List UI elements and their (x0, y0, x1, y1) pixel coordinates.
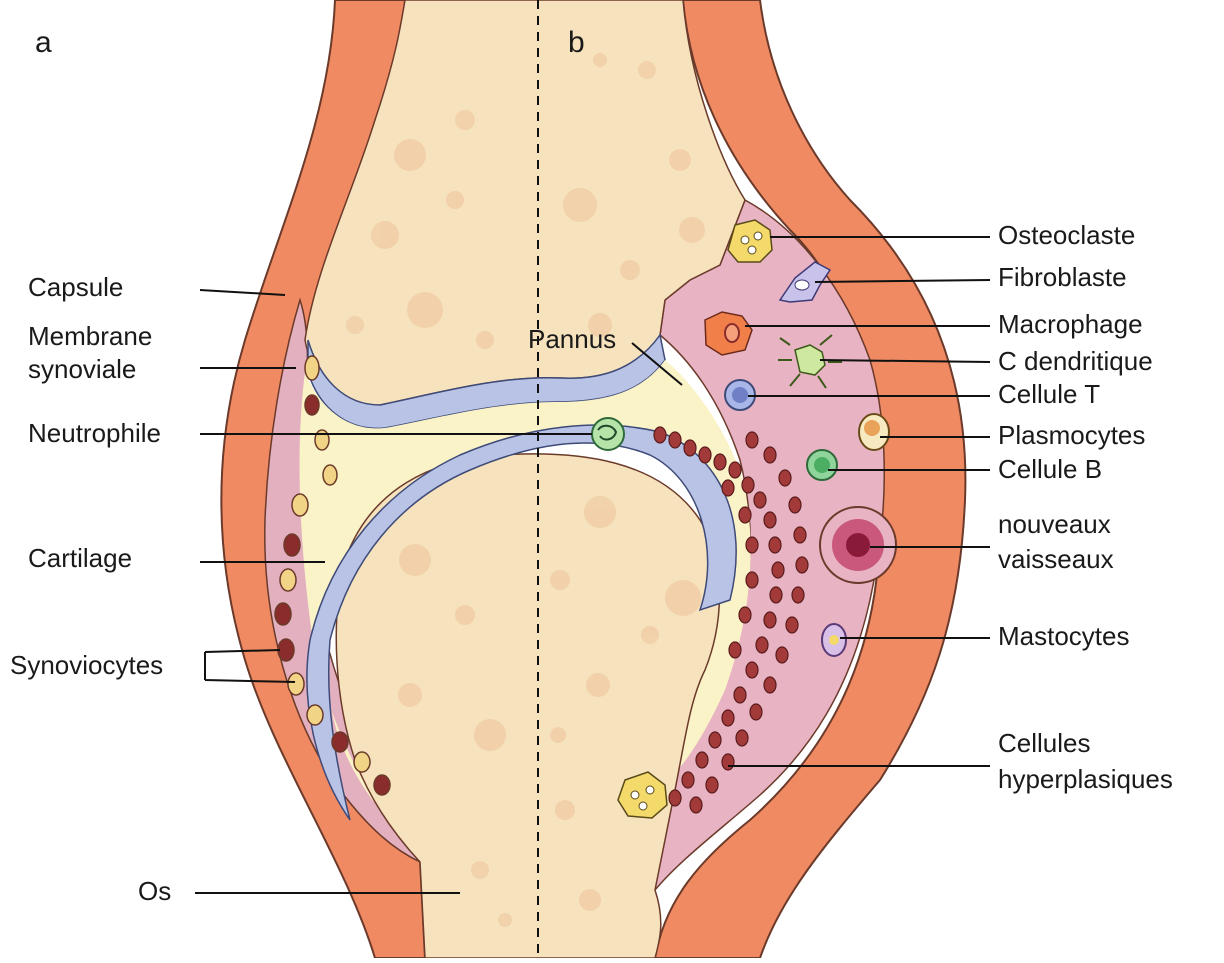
label-vaisseaux-line2: vaisseaux (998, 544, 1114, 574)
label-neutrophile: Neutrophile (28, 418, 161, 448)
mast-cell (822, 624, 846, 656)
label-mastocytes: Mastocytes (998, 621, 1130, 651)
label-cellule-t: Cellule T (998, 379, 1100, 409)
label-membrane-line1: Membrane (28, 321, 152, 351)
label-synoviocytes: Synoviocytes (10, 650, 163, 680)
new-vessel (820, 507, 896, 583)
label-plasmocytes: Plasmocytes (998, 420, 1145, 450)
label-hyper-line2: hyperplasiques (998, 764, 1173, 794)
label-vaisseaux-line1: nouveaux (998, 509, 1111, 539)
neutrophil-cell (592, 418, 624, 450)
label-capsule: Capsule (28, 272, 123, 302)
label-hyper-line1: Cellules (998, 728, 1091, 758)
label-os: Os (138, 876, 171, 906)
label-osteoclaste: Osteoclaste (998, 220, 1135, 250)
plasma-cell (859, 414, 889, 450)
label-cellule-b: Cellule B (998, 454, 1102, 484)
label-c-dendritique: C dendritique (998, 346, 1153, 376)
label-pannus: Pannus (528, 324, 616, 354)
label-fibroblaste: Fibroblaste (998, 262, 1127, 292)
label-macrophage: Macrophage (998, 309, 1143, 339)
osteoclast-cell-top (728, 220, 772, 262)
label-cartilage: Cartilage (28, 543, 132, 573)
label-membrane-line2: synoviale (28, 354, 136, 384)
b-cell (807, 450, 837, 480)
panel-label-b: b (568, 26, 585, 59)
panel-label-a: a (35, 26, 52, 59)
